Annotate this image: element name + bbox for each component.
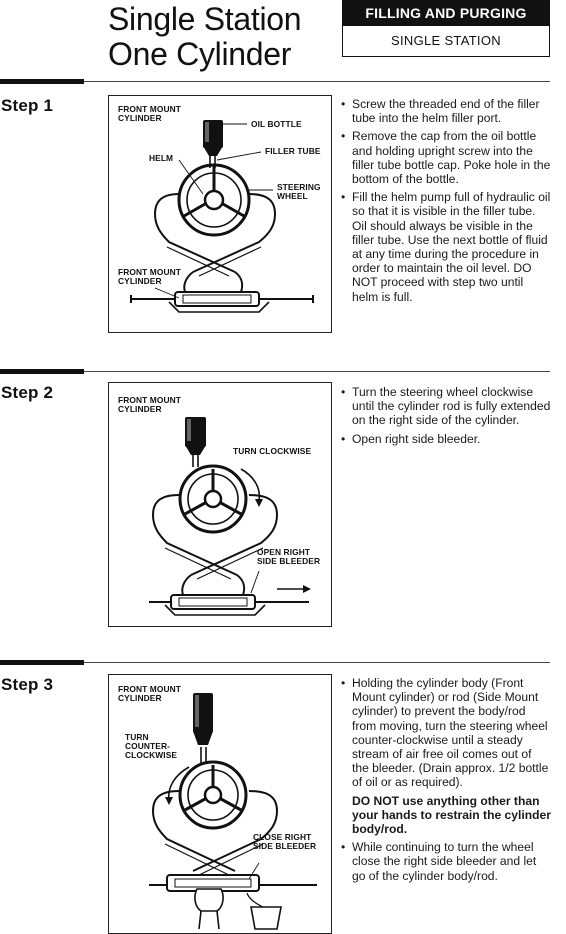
step-1-label: Step 1	[1, 96, 54, 115]
section-label-primary: FILLING AND PURGING	[343, 1, 549, 26]
clockwise-arrowhead	[255, 499, 263, 507]
step-3-bullet-1: Holding the cylinder body (Front Mount c…	[341, 676, 551, 790]
step-2-figure: FRONT MOUNT CYLINDER TURN CLOCKWISE OPEN…	[108, 382, 332, 627]
step-3-label: Step 3	[1, 675, 54, 694]
step-2-illustration	[149, 417, 311, 616]
step-3-divider-thin	[84, 662, 550, 663]
steering-wheel-rim	[177, 163, 251, 237]
section-label-box: FILLING AND PURGING SINGLE STATION	[342, 0, 550, 57]
step-3-illustration	[149, 693, 317, 930]
steering-wheel-rim	[178, 760, 248, 830]
step-3-bullet-2: While continuing to turn the wheel close…	[341, 840, 551, 883]
step-3-figure-title: FRONT MOUNT CYLINDER	[118, 684, 181, 703]
step-1-bullet-1: Screw the threaded end of the filler tub…	[341, 97, 551, 125]
callout-open-right-side-bleeder: OPEN RIGHT SIDE BLEEDER	[257, 547, 321, 566]
drain-bucket	[250, 906, 282, 930]
step-3-figure: FRONT MOUNT CYLINDER TURN COUNTER-CLOCKW…	[108, 674, 332, 934]
step-1-divider-thick	[0, 79, 84, 84]
callout-turn-clockwise: TURN CLOCKWISE	[233, 446, 312, 456]
step-3-divider-thick	[0, 660, 84, 665]
step-2-instructions: Turn the steering wheel clockwise until …	[341, 385, 551, 450]
title-line-1: Single Station	[108, 1, 302, 37]
callout-oil-bottle: OIL BOTTLE	[251, 119, 302, 129]
callout-front-mount-cylinder: FRONT MOUNT CYLINDER	[118, 267, 181, 286]
step-1-figure: FRONT MOUNT CYLINDER OIL BOTTLE FILLER T…	[108, 95, 332, 333]
step-2-divider-thin	[84, 371, 550, 372]
step-3-warning: DO NOT use anything other than your hand…	[352, 793, 551, 837]
callout-turn-counter-clockwise: TURN COUNTER-CLOCKWISE	[125, 732, 178, 760]
section-label-secondary: SINGLE STATION	[391, 33, 501, 48]
step-2-label: Step 2	[1, 383, 54, 402]
step-1-instructions: Screw the threaded end of the filler tub…	[341, 97, 551, 308]
hand	[194, 888, 224, 912]
step-1-illustration	[130, 120, 314, 313]
hose-left	[153, 193, 236, 273]
callout-filler-tube: FILLER TUBE	[265, 146, 321, 156]
step-1-bullet-3: Fill the helm pump full of hydraulic oil…	[341, 190, 551, 304]
callout-steering-wheel: STEERING WHEEL	[277, 182, 321, 201]
callout-close-right-side-bleeder: CLOSE RIGHT SIDE BLEEDER	[253, 832, 317, 851]
step-1-figure-title: FRONT MOUNT CYLINDER	[118, 104, 181, 123]
step-2-divider-thick	[0, 369, 84, 374]
oil-bottle-icon	[193, 693, 213, 745]
steering-wheel-rim	[178, 464, 248, 534]
callout-helm: HELM	[149, 153, 174, 163]
clockwise-arrow	[240, 468, 261, 502]
oil-bottle-icon	[185, 417, 206, 455]
step-2-bullet-2: Open right side bleeder.	[341, 432, 551, 446]
step-2-figure-title: FRONT MOUNT CYLINDER	[118, 395, 181, 414]
helm-hub	[203, 189, 225, 211]
step-1-divider-thin	[84, 81, 550, 82]
step-3-instructions: Holding the cylinder body (Front Mount c…	[341, 676, 551, 887]
page-title: Single Station One Cylinder	[108, 1, 302, 72]
title-line-2: One Cylinder	[108, 36, 292, 72]
cylinder-body	[174, 291, 260, 307]
counter-clockwise-arrowhead	[165, 797, 173, 805]
filler-tube	[209, 156, 216, 168]
step-2-bullet-1: Turn the steering wheel clockwise until …	[341, 385, 551, 428]
hose-right	[192, 193, 277, 273]
oil-bottle-icon	[203, 120, 223, 156]
step-1-bullet-2: Remove the cap from the oil bottle and h…	[341, 129, 551, 186]
